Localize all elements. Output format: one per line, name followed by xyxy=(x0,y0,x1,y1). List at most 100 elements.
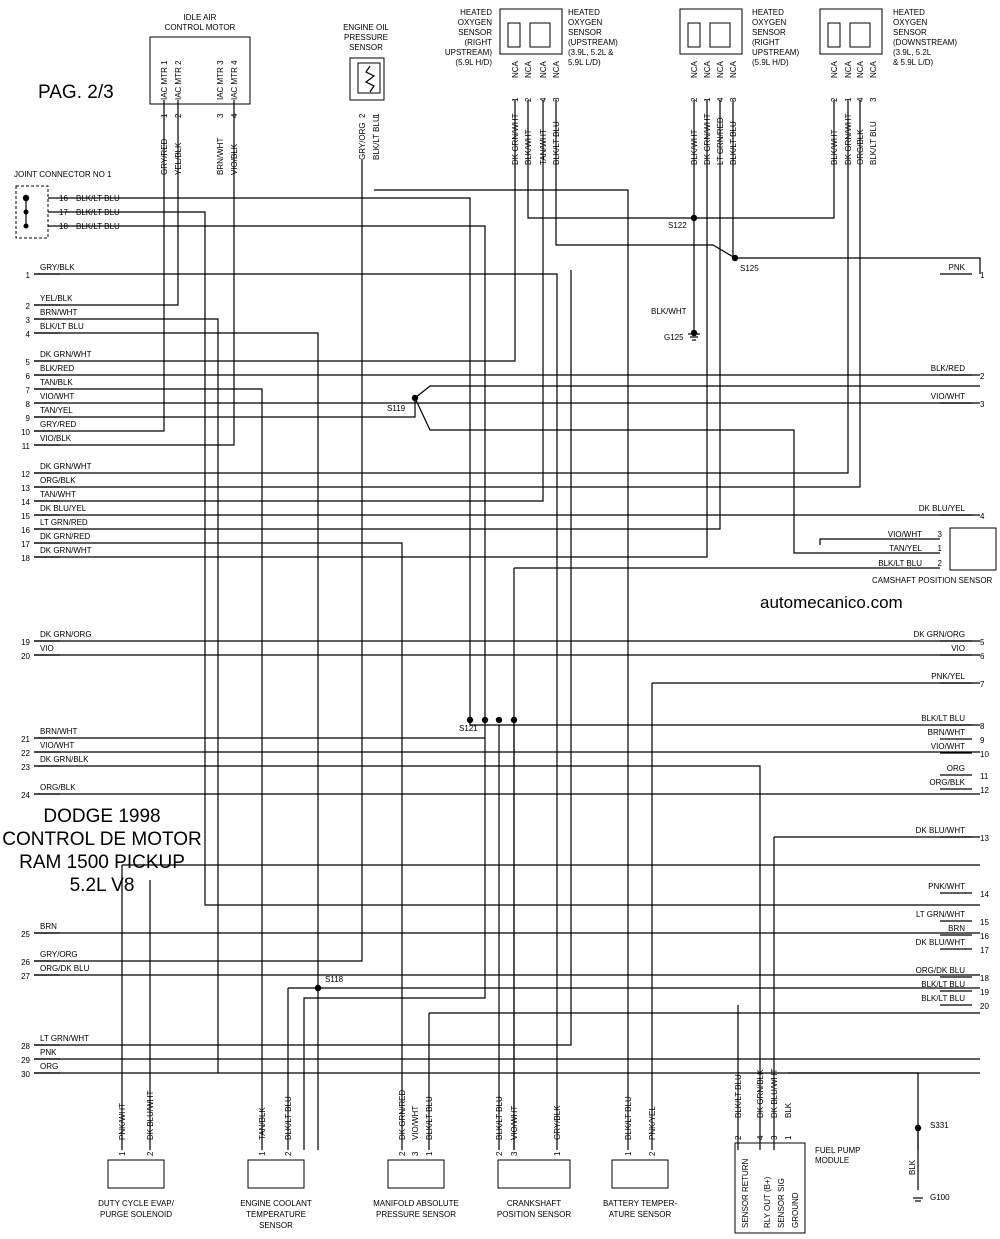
left-wire-label-16: LT GRN/RED xyxy=(40,518,88,527)
right-pin-16: 16 xyxy=(980,932,989,941)
right-pin-2: 2 xyxy=(980,372,985,381)
left-pin-3: 3 xyxy=(26,316,31,325)
oil-resistor-symbol xyxy=(364,65,376,93)
right-pin-7: 7 xyxy=(980,680,985,689)
iac-wire-3: BRN/WHT xyxy=(216,138,225,175)
o2a-title-5: (5.9L H/D) xyxy=(455,58,492,67)
left-wire-label-11: VIO/BLK xyxy=(40,434,72,443)
left-wire-label-18: DK GRN/WHT xyxy=(40,546,92,555)
left-pin-9: 9 xyxy=(26,414,31,423)
wire-7 xyxy=(34,332,319,1150)
o2c-wire-4: LT GRN/RED xyxy=(716,117,725,165)
o2c-heater-element xyxy=(687,22,701,48)
o2c-title-3: (RIGHT xyxy=(752,38,780,47)
wire-26 xyxy=(34,765,761,1150)
left-wire-label-14: TAN/WHT xyxy=(40,490,76,499)
splice-dot xyxy=(481,716,489,724)
wire-13 xyxy=(34,100,165,432)
cam-wire-1: TAN/YEL xyxy=(889,544,922,553)
wire-2 xyxy=(48,211,980,906)
map-pin-2: 2 xyxy=(398,1151,407,1156)
o2d-heater-element xyxy=(827,22,841,48)
o2d-wire-3: BLK/LT BLU xyxy=(869,121,878,165)
right-wire-label-18: ORG/DK BLU xyxy=(916,966,966,975)
map-pin-1: 1 xyxy=(425,1151,434,1156)
o2c-pin-4: 4 xyxy=(716,97,725,102)
bat-wire-2: PNK/YEL xyxy=(648,1106,657,1140)
left-pin-22: 22 xyxy=(21,749,30,758)
g100-wire-label: BLK xyxy=(908,1159,917,1175)
o2a-sensing-element xyxy=(529,22,551,48)
right-wire-label-6: VIO xyxy=(951,644,965,653)
cam-pin-3: 3 xyxy=(938,530,943,539)
wire-41 xyxy=(414,385,980,399)
left-pin-11: 11 xyxy=(22,442,31,451)
left-wire-label-9: TAN/YEL xyxy=(40,406,73,415)
left-pin-5: 5 xyxy=(26,358,31,367)
bat-sensor-box xyxy=(611,1159,669,1189)
o2d-pin-3: 3 xyxy=(869,97,878,102)
left-wire-label-19: DK GRN/ORG xyxy=(40,630,92,639)
o2d-sensor-box xyxy=(819,8,883,55)
wire-4 xyxy=(34,273,558,1150)
title-line-4: 5.2L V8 xyxy=(70,875,135,896)
right-pin-18: 18 xyxy=(980,974,989,983)
right-wire-label-7: PNK/YEL xyxy=(931,672,965,681)
oil-title-2: SENSOR xyxy=(349,43,383,52)
ckp-wire-3: VIO/WHT xyxy=(510,1106,519,1140)
o2a-wire-1: DK GRN/WHT xyxy=(511,113,520,165)
left-wire-label-23: DK GRN/BLK xyxy=(40,755,89,764)
fuel-pin-2: 2 xyxy=(734,1135,743,1140)
o2c-title-0: HEATED xyxy=(752,8,784,17)
evap-pin-1: 1 xyxy=(118,1151,127,1156)
splice-s119: S119 xyxy=(387,404,406,413)
o2a-pin-4: 4 xyxy=(539,97,548,102)
left-pin-20: 20 xyxy=(21,652,30,661)
left-pin-4: 4 xyxy=(26,330,31,339)
o2c-pin-3: 3 xyxy=(729,97,738,102)
wire-35 xyxy=(694,100,835,219)
o2c-title-2: SENSOR xyxy=(752,28,786,37)
left-pin-8: 8 xyxy=(26,400,31,409)
wire-39 xyxy=(735,257,981,274)
left-wire-label-22: VIO/WHT xyxy=(40,741,74,750)
o2a-pin-3: 3 xyxy=(552,97,561,102)
map-sensor-box xyxy=(387,1159,445,1189)
joint-connector: JOINT CONNECTOR NO 1 16 17 18 BLK/LT BLU… xyxy=(14,170,120,239)
iac-term-2: IAC MTR 2 xyxy=(174,60,183,100)
camshaft-title: CAMSHAFT POSITION SENSOR xyxy=(872,576,993,585)
o2a-wire-2: BLK/WHT xyxy=(524,129,533,165)
o2c-term-4: NCA xyxy=(716,60,725,78)
o2d-wire-1: DK GRN/WHT xyxy=(844,113,853,165)
cam-pin-2: 2 xyxy=(938,559,943,568)
right-pin-20: 20 xyxy=(980,1002,989,1011)
left-pin-6: 6 xyxy=(26,372,31,381)
o2a-wire-3: BLK/LT BLU xyxy=(552,121,561,165)
o2c-title-5: (5.9L H/D) xyxy=(752,58,789,67)
cam-wire-2: BLK/LT BLU xyxy=(878,559,922,568)
fuel-title-2: MODULE xyxy=(815,1156,849,1165)
right-pin-6: 6 xyxy=(980,652,985,661)
left-pin-13: 13 xyxy=(21,484,30,493)
o2d-pin-1: 1 xyxy=(844,97,853,102)
cam-wire-3: VIO/WHT xyxy=(888,530,922,539)
title-line-1: DODGE 1998 xyxy=(43,806,160,827)
splice-s118: S118 xyxy=(325,975,344,984)
splice-dot xyxy=(411,394,419,402)
fuel-wire-1: BLK xyxy=(784,1102,793,1118)
wire-15 xyxy=(34,100,849,474)
title-block: DODGE 1998 CONTROL DE MOTOR RAM 1500 PIC… xyxy=(2,806,202,896)
o2b-title-2: SENSOR xyxy=(568,28,602,37)
fuel-wire-3: DK BLU/WHT xyxy=(770,1069,779,1118)
left-wire-label-20: VIO xyxy=(40,644,54,653)
o2d-term-4: NCA xyxy=(856,60,865,78)
left-pin-27: 27 xyxy=(21,972,30,981)
left-pin-26: 26 xyxy=(21,958,30,967)
o2a-heater-element xyxy=(507,22,521,48)
iac-title-1: IDLE AIR xyxy=(184,13,217,22)
right-wire-label-8: BLK/LT BLU xyxy=(921,714,965,723)
splice-dot xyxy=(466,716,474,724)
oil-pin-2: 2 xyxy=(358,113,367,118)
left-pin-24: 24 xyxy=(21,791,30,800)
oil-pin-1: 1 xyxy=(372,113,381,118)
